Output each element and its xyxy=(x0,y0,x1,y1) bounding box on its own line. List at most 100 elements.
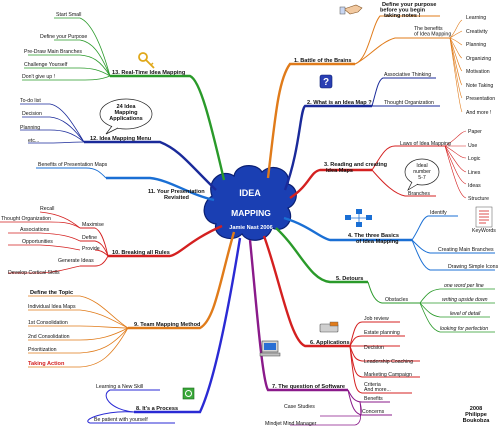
keyboard-icon xyxy=(319,321,339,333)
branch-11 xyxy=(36,167,215,202)
branch-10-label: 10. Breaking all Rules xyxy=(112,250,170,256)
branch-8-item: Be patient with yourself xyxy=(94,417,148,423)
branch-3-laws-items: Paper Use Logic Lines Ideas Structure xyxy=(468,129,489,202)
center-author: Jamie Nast 2006 xyxy=(229,225,273,231)
branch-2-label: 2. What is an Idea Map ? xyxy=(307,100,372,106)
list-item: Maximise xyxy=(82,222,104,228)
svg-text:?: ? xyxy=(323,77,329,88)
branch-3-laws: Laws of Idea Mapping xyxy=(400,141,451,147)
list-item: Presentation xyxy=(466,96,495,102)
list-item: Organizing xyxy=(466,56,491,62)
list-item: Prioritization xyxy=(28,347,57,353)
branch-10-items: Recall Thought Organization Associations… xyxy=(1,206,104,276)
branch-2-item: Associative Thinking xyxy=(384,72,431,78)
credit-year: 2008 xyxy=(470,406,482,412)
branch-6-items: Job review Estate planning Decision Lead… xyxy=(364,316,413,393)
branch-1 xyxy=(266,15,463,179)
branch-9-items: Define the Topic Individual Idea Maps 1s… xyxy=(28,290,76,367)
center-cloud xyxy=(203,165,297,241)
question-mark-icon: ? xyxy=(319,74,333,89)
list-item: Use xyxy=(468,143,477,149)
list-item: Creativity xyxy=(466,29,488,35)
branch-1-label: 1. Battle of the Brains xyxy=(294,58,352,64)
list-item: Planning xyxy=(466,42,486,48)
branch-2 xyxy=(283,77,440,191)
svg-text:Ideal: Ideal xyxy=(416,163,427,169)
branch-10 xyxy=(0,211,223,274)
list-item: Motivation xyxy=(466,69,490,75)
list-item: Pre-Draw Main Branches xyxy=(24,49,82,55)
list-item: Planning xyxy=(20,125,40,131)
list-item: Define xyxy=(82,235,97,241)
branch-6 xyxy=(262,235,420,394)
svg-text:number: number xyxy=(413,169,431,175)
branch-12-label: 12. Idea Mapping Menu xyxy=(90,136,152,142)
list-item: Taking Action xyxy=(28,361,65,367)
list-item: Decision xyxy=(364,345,384,351)
list-item: Criteria xyxy=(364,382,381,388)
branch-4-item: Drawing Simple Icons xyxy=(448,264,499,270)
branch-9 xyxy=(28,231,236,368)
branch-7 xyxy=(248,239,392,426)
list-item: Lines xyxy=(468,170,481,176)
branch-3-bubble: Ideal number 5-7 xyxy=(404,158,440,191)
branch-3 xyxy=(289,130,467,200)
list-item: Structure xyxy=(468,196,489,202)
branch-13-items: Start Small Define your Purpose Pre-Draw… xyxy=(22,12,87,80)
credit-last-name: Boukobza xyxy=(463,418,491,424)
branch-4-item: Creating Main Branches xyxy=(438,247,494,253)
recycle-icon xyxy=(182,387,195,400)
list-item: Marketing Campaign xyxy=(364,372,412,378)
branch-5-obstacles: Obstacles xyxy=(385,297,408,303)
branch-13 xyxy=(22,17,226,181)
credit: 2008 Philippe Boukobza xyxy=(463,406,491,424)
list-item: Estate planning xyxy=(364,330,400,336)
branch-4-item: Identify xyxy=(430,210,447,216)
center-title-1: IDEA xyxy=(239,188,261,198)
list-item: Leadership Coaching xyxy=(364,359,413,365)
list-item: looking for perfection xyxy=(440,326,488,332)
list-item: Case Studies xyxy=(284,404,315,410)
branch-8 xyxy=(87,237,242,424)
list-item: Define your Purpose xyxy=(40,34,87,40)
list-item: Mindjet Mind Manager xyxy=(265,421,317,427)
pointing-hand-icon xyxy=(339,4,363,15)
list-item: Individual Idea Maps xyxy=(28,304,76,310)
center-title-2: MAPPING xyxy=(231,208,271,218)
branch-1-define: Define your purpose before you begin tak… xyxy=(380,2,438,19)
keywords-note-icon xyxy=(475,206,493,228)
list-item: Job review xyxy=(364,316,389,322)
branch-9-label: 9. Team Mapping Method xyxy=(134,322,201,328)
list-item: Paper xyxy=(468,129,482,135)
branch-13-label: 13. Real-Time Idea Mapping xyxy=(112,70,186,76)
branch-5-items: one word per line writing upside down le… xyxy=(440,283,488,332)
branch-12 xyxy=(20,103,217,191)
list-item: writing upside down xyxy=(442,297,488,303)
list-item: Associations xyxy=(20,227,50,233)
list-item: Decision xyxy=(22,111,42,117)
list-item: Challenge Yourself xyxy=(24,62,68,68)
list-item: And more ! xyxy=(466,110,491,116)
list-item: Note Taking xyxy=(466,83,493,89)
branch-5-label: 5. Detours xyxy=(336,276,363,282)
list-item: And more... xyxy=(364,387,391,393)
list-item: 1st Consolidation xyxy=(28,320,68,326)
list-item: Concerns xyxy=(362,409,385,415)
center-node: IDEA MAPPING Jamie Nast 2006 xyxy=(203,165,297,241)
branch-7-items: Criteria Benefits Concerns Case Studies … xyxy=(265,382,385,427)
branch-12-bubble: 24 Idea Mapping Applications xyxy=(99,98,153,135)
svg-text:24 Idea: 24 Idea xyxy=(117,104,137,110)
list-item: Start Small xyxy=(56,12,81,18)
list-item: one word per line xyxy=(444,283,484,289)
list-item: etc... xyxy=(28,138,39,144)
branch-3-branches: Branches xyxy=(408,191,430,197)
list-item: Define the Topic xyxy=(30,290,73,296)
branch-12-items: To-do list Decision Planning etc... xyxy=(20,98,42,144)
svg-text:5-7: 5-7 xyxy=(418,175,426,181)
list-item: Learning xyxy=(466,15,486,21)
list-item: Opportunities xyxy=(22,239,53,245)
